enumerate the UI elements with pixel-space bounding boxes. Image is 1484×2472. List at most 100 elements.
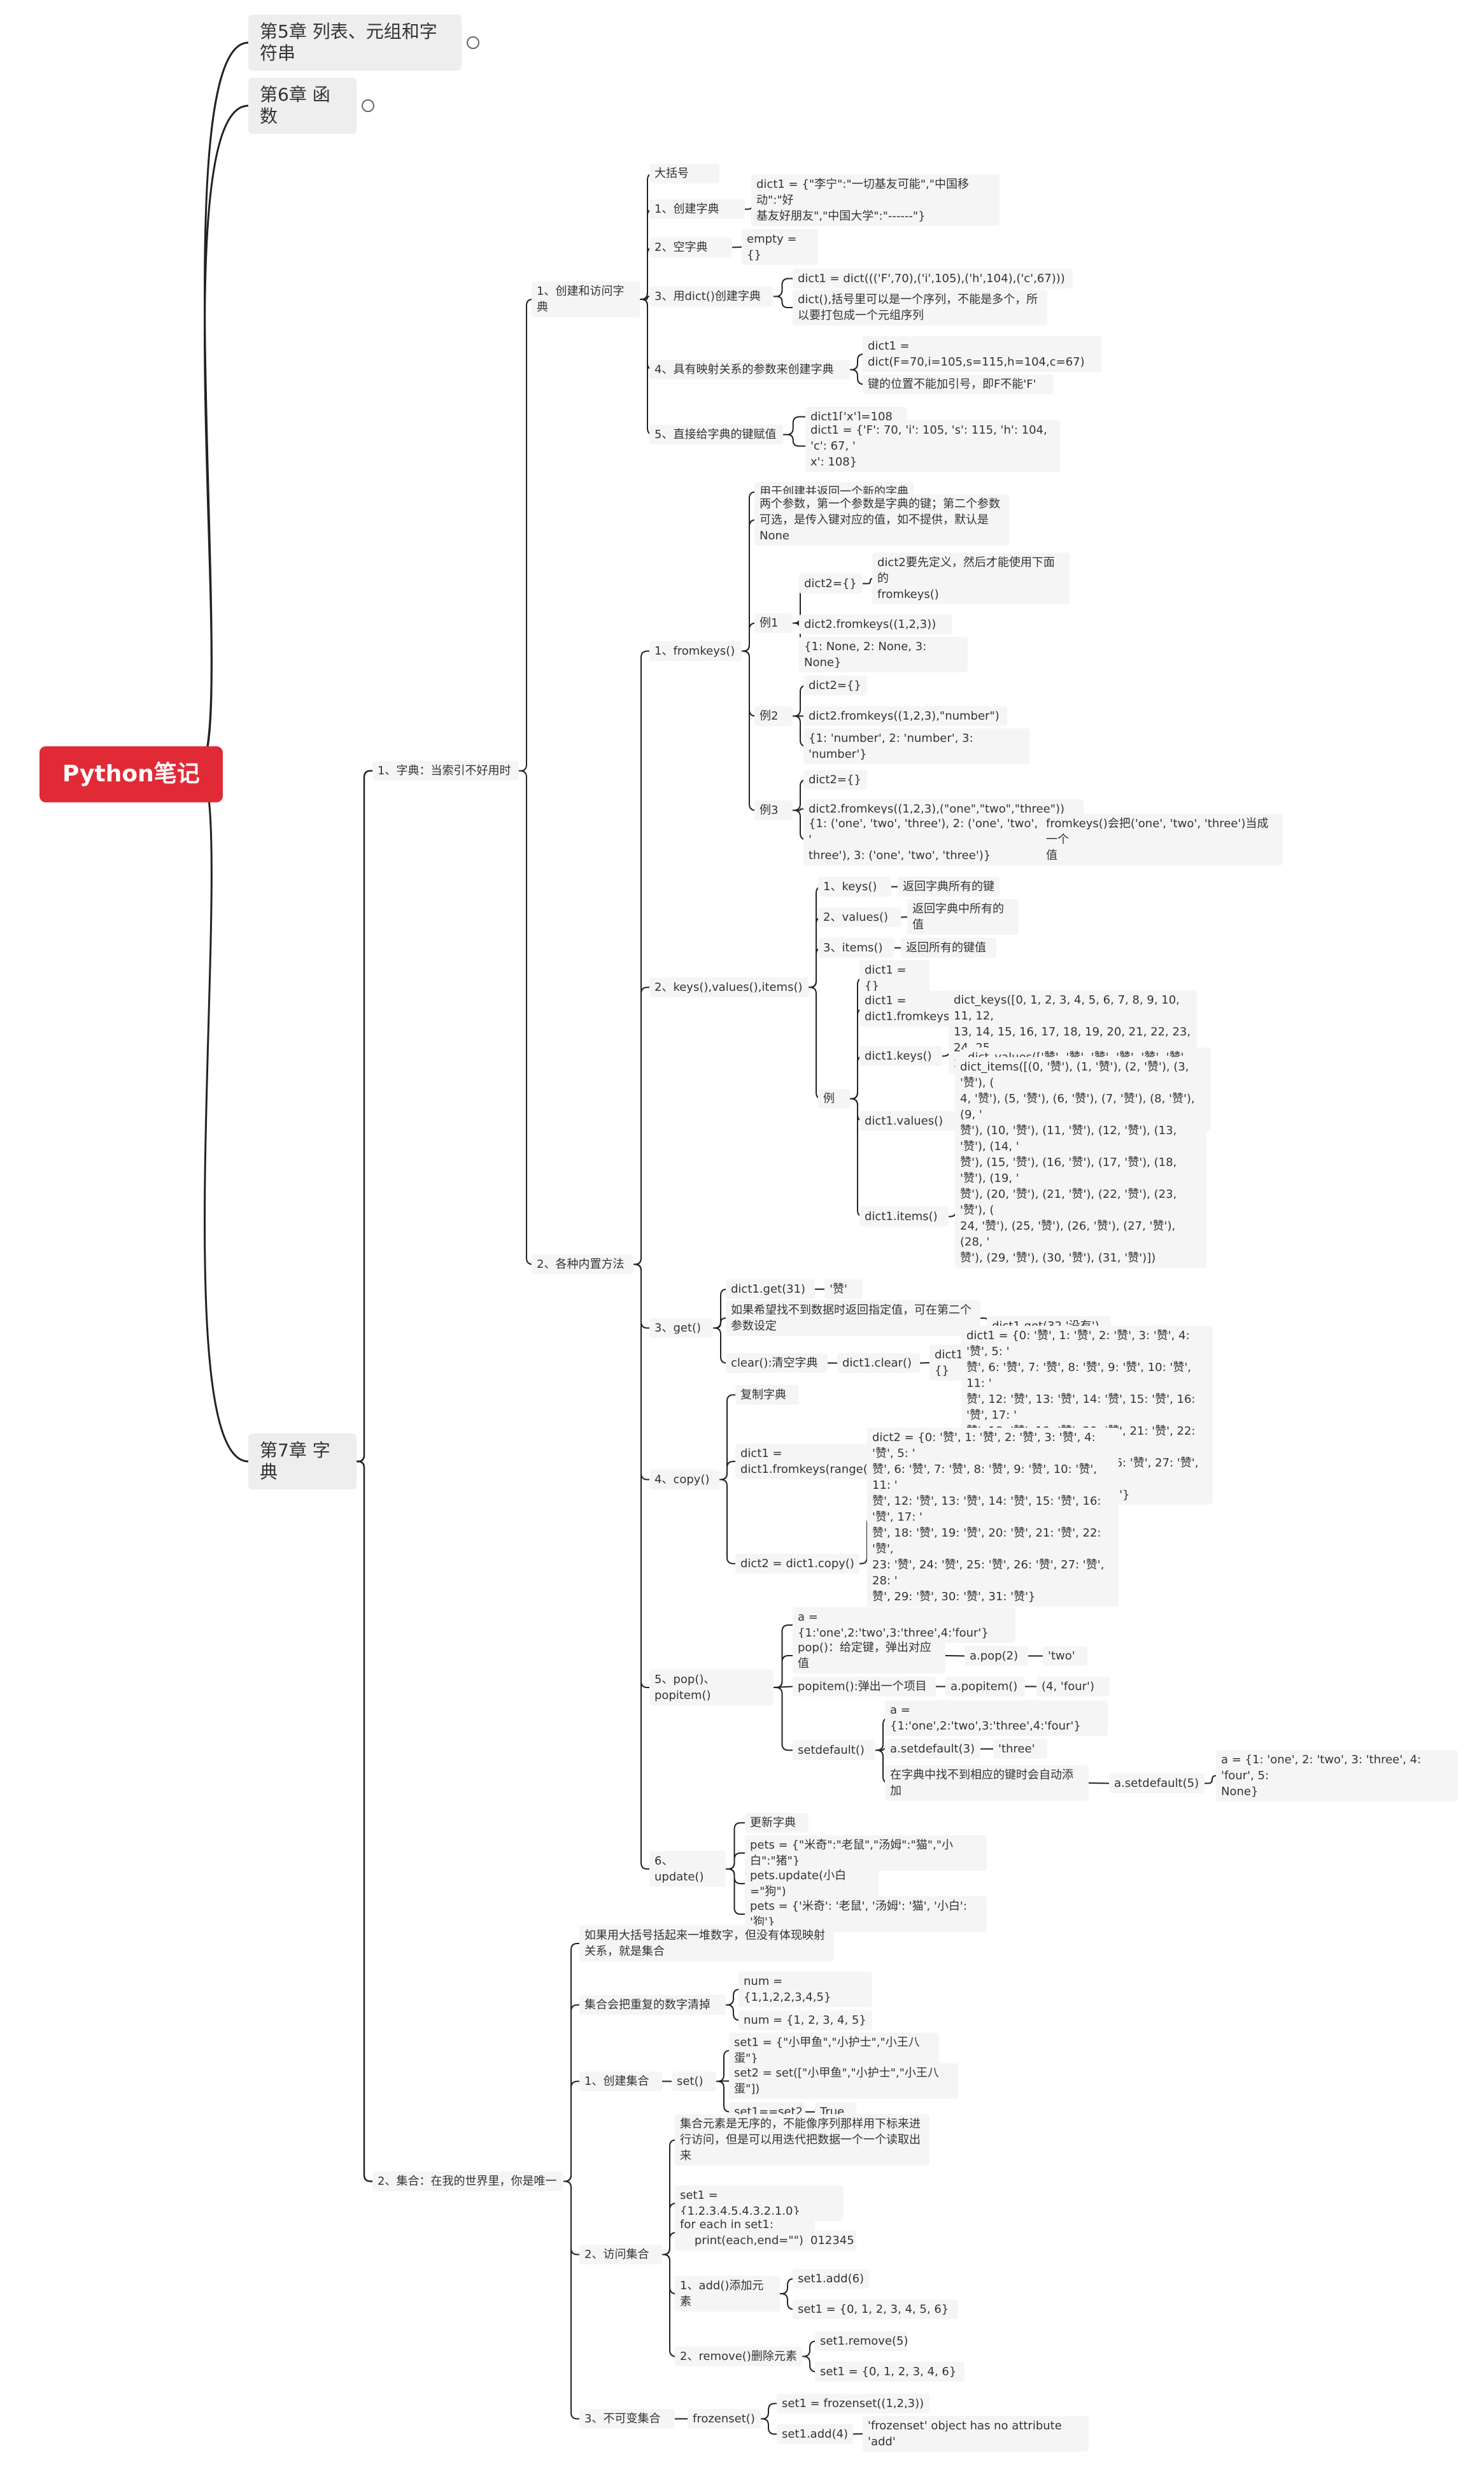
- node-m5[interactable]: 5、pop()、popitem(): [649, 1670, 774, 1705]
- node-d1d1[interactable]: dict1 = dict((('F',70),('i',105),('h',10…: [793, 268, 1073, 288]
- node-m1c1[interactable]: dict2={}: [799, 573, 863, 593]
- node-d1d2[interactable]: dict(),括号里可以是一个序列，不能是多个，所 以要打包成一个元组序列: [793, 290, 1047, 325]
- node-s4a[interactable]: frozenset(): [688, 2408, 761, 2429]
- node-d1e1[interactable]: dict1 = dict(F=70,i=105,s=115,h=104,c=67…: [863, 336, 1101, 372]
- node-m1d1[interactable]: dict2={}: [803, 675, 867, 695]
- node-s3[interactable]: 2、访问集合: [579, 2244, 662, 2264]
- node-m1c3[interactable]: {1: None, 2: None, 3: None}: [799, 637, 968, 672]
- node-m1e[interactable]: 例3: [754, 800, 793, 820]
- node-m2c1[interactable]: 返回所有的键值: [901, 937, 996, 958]
- node-m5c1[interactable]: a.popitem(): [945, 1676, 1025, 1696]
- node-m1d[interactable]: 例2: [754, 706, 793, 726]
- node-m5b[interactable]: pop()：给定键，弹出对应值: [793, 1638, 945, 1673]
- node-m5a[interactable]: a = {1:'one',2:'two',3:'three',4:'four'}: [793, 1607, 1015, 1643]
- node-m1[interactable]: 1、fromkeys(): [649, 641, 742, 661]
- node-s3d2[interactable]: set1 = {0, 1, 2, 3, 4, 5, 6}: [793, 2299, 958, 2319]
- node-s[interactable]: 2、集合：在我的世界里，你是唯一: [372, 2171, 563, 2191]
- node-m4c1[interactable]: dict2 = {0: '赞', 1: '赞', 2: '赞', 3: '赞',…: [867, 1427, 1119, 1607]
- node-m6c[interactable]: pets.update(小白="狗"): [745, 1866, 879, 1901]
- node-m5d[interactable]: setdefault(): [793, 1740, 875, 1760]
- node-s3e2[interactable]: set1 = {0, 1, 2, 3, 4, 6}: [815, 2361, 965, 2382]
- node-s4a2a[interactable]: 'frozenset' object has no attribute 'add…: [863, 2416, 1089, 2452]
- node-m3a[interactable]: dict1.get(31): [726, 1279, 815, 1299]
- expand-toggle-ch6[interactable]: [362, 99, 374, 112]
- node-m1b[interactable]: 两个参数，第一个参数是字典的键；第二个参数 可选，是传入键对应的值，如不提供，默…: [754, 494, 1009, 546]
- node-m2d[interactable]: 例: [818, 1088, 850, 1109]
- node-m2d3[interactable]: dict1.keys(): [859, 1046, 942, 1066]
- node-m5d2[interactable]: a.setdefault(3): [885, 1738, 980, 1759]
- node-s3e[interactable]: 2、remove()删除元素: [675, 2346, 802, 2366]
- node-m5d2a[interactable]: 'three': [993, 1738, 1047, 1759]
- node-d1c[interactable]: 2、空字典: [649, 237, 732, 257]
- node-m1d2[interactable]: dict2.fromkeys((1,2,3),"number"): [803, 706, 1007, 726]
- node-d1f2[interactable]: dict1 = {'F': 70, 'i': 105, 's': 115, 'h…: [805, 420, 1060, 472]
- node-m3b[interactable]: 如果希望找不到数据时返回指定值，可在第二个 参数设定: [726, 1300, 980, 1336]
- node-m2c[interactable]: 3、items(): [818, 937, 894, 958]
- node-m4a[interactable]: 复制字典: [735, 1384, 799, 1405]
- node-d2[interactable]: 2、各种内置方法: [532, 1254, 633, 1274]
- node-m1c[interactable]: 例1: [754, 613, 793, 633]
- node-m1c1a[interactable]: dict2要先定义，然后才能使用下面的 fromkeys(): [872, 552, 1070, 604]
- node-s2a2[interactable]: set2 = set(["小甲鱼","小护士","小王八蛋"]): [729, 2063, 958, 2099]
- node-m1d3[interactable]: {1: 'number', 2: 'number', 3: 'number'}: [803, 728, 1029, 764]
- node-d[interactable]: 1、字典：当索引不好用时: [372, 760, 519, 781]
- node-s1b[interactable]: num = {1, 2, 3, 4, 5}: [738, 2010, 872, 2030]
- node-m2d5a[interactable]: dict_items([(0, '赞'), (1, '赞'), (2, '赞')…: [955, 1056, 1206, 1268]
- node-m2d5[interactable]: dict1.items(): [859, 1206, 949, 1226]
- node-m1e3a[interactable]: fromkeys()会把('one', 'two', 'three')当成一个 …: [1041, 813, 1283, 865]
- node-m2d4[interactable]: dict1.values(): [859, 1111, 955, 1131]
- node-d1[interactable]: 1、创建和访问字典: [532, 281, 640, 317]
- node-s4a2[interactable]: set1.add(4): [777, 2424, 853, 2444]
- node-m5b1[interactable]: a.pop(2): [965, 1645, 1028, 1666]
- node-m6b[interactable]: pets = {"米奇":"老鼠","汤姆":"猫","小白":"猪"}: [745, 1835, 987, 1871]
- node-d1d[interactable]: 3、用dict()创建字典: [649, 286, 774, 306]
- node-s3c[interactable]: for each in set1: print(each,end=""): [675, 2215, 815, 2250]
- node-d1f[interactable]: 5、直接给字典的键赋值: [649, 424, 783, 444]
- node-m4[interactable]: 4、copy(): [649, 1469, 719, 1489]
- node-m6[interactable]: 6、update(): [649, 1851, 726, 1887]
- node-m2d1[interactable]: dict1 = {}: [859, 960, 929, 996]
- node-m1e1[interactable]: dict2={}: [803, 769, 867, 790]
- node-d1e2[interactable]: 键的位置不能加引号，即F不能'F': [863, 374, 1054, 394]
- node-s3a[interactable]: 集合元素是无序的，不能像序列那样用下标来进 行访问，但是可以用迭代把数据一个一个…: [675, 2113, 929, 2166]
- root-node-python-notes[interactable]: Python笔记: [39, 746, 223, 802]
- node-m5d3b[interactable]: a = {1: 'one', 2: 'two', 3: 'three', 4: …: [1216, 1749, 1458, 1801]
- node-m2a[interactable]: 1、keys(): [818, 876, 891, 897]
- node-s3c1[interactable]: 012345: [805, 2230, 856, 2250]
- node-m3c[interactable]: clear():清空字典: [726, 1353, 828, 1373]
- node-s3d1[interactable]: set1.add(6): [793, 2268, 869, 2289]
- node-ch6[interactable]: 第6章 函数: [248, 78, 357, 134]
- node-m3c1[interactable]: dict1.clear(): [837, 1353, 920, 1373]
- node-ch7[interactable]: 第7章 字典: [248, 1433, 357, 1489]
- node-s1a[interactable]: num = {1,1,2,2,3,4,5}: [738, 1971, 872, 2007]
- node-m1c2[interactable]: dict2.fromkeys((1,2,3)): [799, 614, 952, 634]
- node-d1b[interactable]: 1、创建字典: [649, 199, 745, 219]
- node-m5c2[interactable]: (4, 'four'): [1036, 1676, 1110, 1696]
- node-m2b[interactable]: 2、values(): [818, 907, 901, 927]
- node-d1e[interactable]: 4、具有映射关系的参数来创建字典: [649, 359, 850, 380]
- node-s0[interactable]: 如果用大括号括起来一堆数字，但没有体现映射 关系，就是集合: [579, 1926, 834, 1961]
- node-m4c[interactable]: dict2 = dict1.copy(): [735, 1553, 859, 1573]
- node-m2b1[interactable]: 返回字典中所有的值: [907, 899, 1019, 935]
- expand-toggle-ch5[interactable]: [467, 36, 479, 49]
- node-s4a1[interactable]: set1 = frozenset((1,2,3)): [777, 2393, 929, 2413]
- node-s2[interactable]: 1、创建集合: [579, 2071, 662, 2091]
- node-m5b2[interactable]: 'two': [1043, 1645, 1087, 1666]
- node-ch5[interactable]: 第5章 列表、元组和字符串: [248, 15, 462, 71]
- node-s3d[interactable]: 1、add()添加元素: [675, 2276, 780, 2312]
- node-s2a[interactable]: set(): [672, 2071, 716, 2091]
- node-m1e3[interactable]: {1: ('one', 'two', 'three'), 2: ('one', …: [803, 813, 1045, 865]
- node-m5c[interactable]: popitem():弹出一个项目: [793, 1676, 936, 1696]
- node-d1b1[interactable]: dict1 = {"李宁":"一切基友可能","中国移动":"好 基友好朋友",…: [751, 174, 1000, 226]
- node-m6a[interactable]: 更新字典: [745, 1812, 809, 1833]
- node-s4[interactable]: 3、不可变集合: [579, 2408, 675, 2429]
- node-m5d3a[interactable]: a.setdefault(5): [1109, 1773, 1205, 1793]
- node-m5d1[interactable]: a = {1:'one',2:'two',3:'three',4:'four'}: [885, 1700, 1108, 1736]
- node-d1c1[interactable]: empty = {}: [742, 229, 818, 265]
- node-m2a1[interactable]: 返回字典所有的键: [898, 876, 1000, 897]
- node-m5d3[interactable]: 在字典中找不到相应的键时会自动添加: [885, 1765, 1089, 1801]
- node-s3e1[interactable]: set1.remove(5): [815, 2331, 908, 2351]
- node-m2[interactable]: 2、keys(),values(),items(): [649, 977, 809, 997]
- node-s2a1[interactable]: set1 = {"小甲鱼","小护士","小王八蛋"}: [729, 2033, 939, 2068]
- node-d1a[interactable]: 大括号: [649, 163, 719, 183]
